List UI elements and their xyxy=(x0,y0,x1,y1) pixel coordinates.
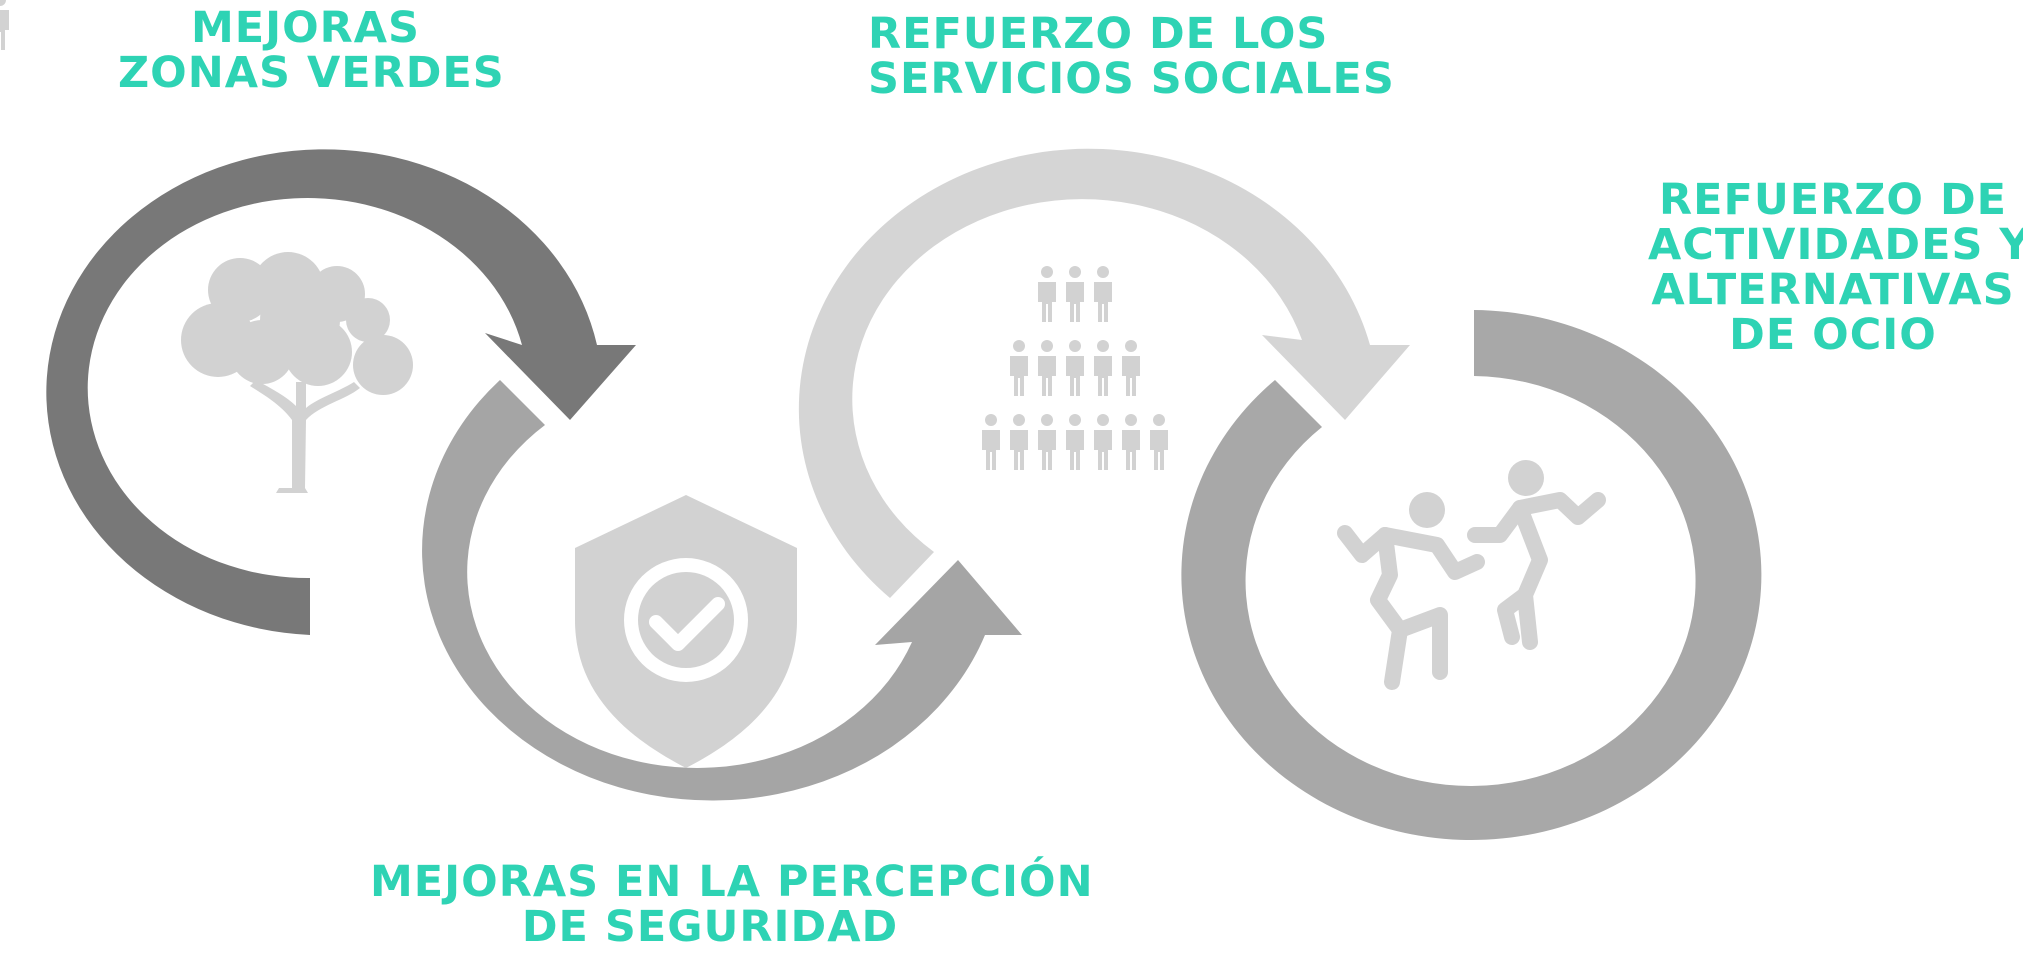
label-seguridad: MEJORAS EN LA PERCEPCIÓN DE SEGURIDAD xyxy=(370,857,1094,953)
label-actividades-ocio: REFUERZO DE ACTIVIDADES Y ALTERNATIVAS D… xyxy=(1648,175,2023,361)
shield-check-icon xyxy=(575,495,797,768)
label-actividades-ocio-line3: ALTERNATIVAS xyxy=(1651,265,2015,316)
arrow-step1 xyxy=(46,149,636,636)
people-pyramid-icon xyxy=(0,0,1168,470)
arrow-step2 xyxy=(422,380,1022,801)
label-actividades-ocio-line2: ACTIVIDADES Y xyxy=(1648,220,2023,271)
label-seguridad-line1: MEJORAS EN LA PERCEPCIÓN xyxy=(370,857,1094,907)
tree-icon xyxy=(181,252,413,493)
arrow-step4 xyxy=(1181,310,1762,840)
label-servicios-sociales-line1: REFUERZO DE LOS xyxy=(868,9,1329,59)
label-actividades-ocio-line1: REFUERZO DE xyxy=(1658,175,2008,225)
arrow-step3 xyxy=(798,148,1410,598)
label-zonas-verdes: MEJORAS ZONAS VERDES xyxy=(118,3,505,99)
label-servicios-sociales-line2: SERVICIOS SOCIALES xyxy=(868,54,1395,105)
label-actividades-ocio-line4: DE OCIO xyxy=(1729,310,1937,361)
people-playing-icon xyxy=(1337,460,1606,690)
label-seguridad-line2: DE SEGURIDAD xyxy=(521,902,899,953)
label-servicios-sociales: REFUERZO DE LOS SERVICIOS SOCIALES xyxy=(868,9,1395,105)
label-zonas-verdes-line2: ZONAS VERDES xyxy=(118,48,505,99)
label-zonas-verdes-line1: MEJORAS xyxy=(190,3,421,53)
